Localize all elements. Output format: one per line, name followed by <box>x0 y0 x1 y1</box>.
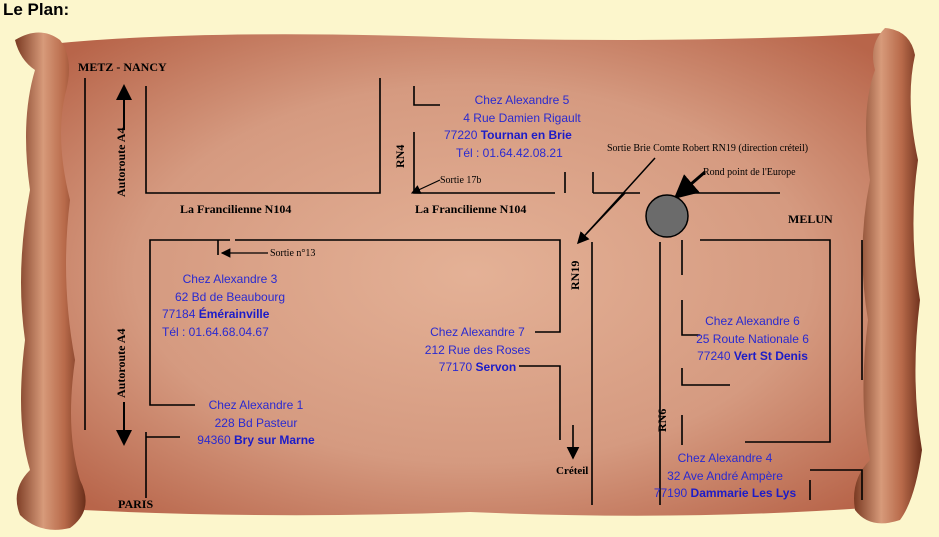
shop-name: Chez Alexandre 3 <box>182 272 278 286</box>
label-rn4: RN4 <box>393 144 407 168</box>
parchment-sheet <box>40 32 905 516</box>
shop-zip: 77190 <box>653 486 688 500</box>
shop-name: Chez Alexandre 6 <box>705 314 800 328</box>
label-rn19: RN19 <box>568 260 582 290</box>
shop-alexandre-3: Chez Alexandre 3 62 Bd de Beaubourg 7718… <box>160 271 300 341</box>
label-sortie-13: Sortie n°13 <box>270 248 316 259</box>
shop-alexandre-4: Chez Alexandre 4 32 Ave André Ampère 771… <box>645 450 805 503</box>
shop-city: Tournan en Brie <box>480 128 572 142</box>
shop-name: Chez Alexandre 5 <box>474 93 570 107</box>
shop-alexandre-1: Chez Alexandre 1 228 Bd Pasteur 94360 Br… <box>186 397 326 450</box>
shop-city: Servon <box>475 360 517 374</box>
shop-name: Chez Alexandre 1 <box>208 398 304 412</box>
label-rn6: RN6 <box>655 408 669 432</box>
shop-tel: Tél : 01.64.42.08.21 <box>456 145 563 160</box>
shop-city: Bry sur Marne <box>234 433 315 447</box>
right-scroll-roll <box>854 28 922 524</box>
shop-city: Vert St Denis <box>733 349 808 363</box>
shop-zip: 77240 <box>697 349 731 363</box>
sortie-brie-arrow <box>576 157 656 245</box>
shop-street: 62 Bd de Beaubourg <box>174 289 286 304</box>
shop-street: 228 Bd Pasteur <box>214 415 298 430</box>
label-metz-nancy: METZ - NANCY <box>78 60 167 74</box>
shop-street: 212 Rue des Roses <box>424 342 531 357</box>
shop-tel: Tél : 01.64.68.04.67 <box>162 324 269 339</box>
label-creteil: Créteil <box>556 465 589 477</box>
label-paris: PARIS <box>118 497 154 511</box>
left-scroll-roll <box>15 32 86 530</box>
shop-street: 32 Ave André Ampère <box>667 468 783 483</box>
rond-point-arrow <box>673 170 706 199</box>
shop-name: Chez Alexandre 7 <box>430 325 525 339</box>
shop-alexandre-7: Chez Alexandre 7 212 Rue des Roses 77170… <box>410 324 545 377</box>
shop-street: 4 Rue Damien Rigault <box>463 110 581 125</box>
shop-alexandre-5: Chez Alexandre 5 4 Rue Damien Rigault 77… <box>442 92 602 162</box>
shop-zip: 77184 <box>162 307 196 321</box>
shop-name: Chez Alexandre 4 <box>677 451 773 465</box>
shop-city: Émérainville <box>198 307 270 321</box>
shop-city: Dammarie Les Lys <box>690 486 797 500</box>
label-rond-point: Rond point de l'Europe <box>703 167 796 178</box>
shop-zip: 77170 <box>438 360 473 374</box>
shop-street: 25 Route Nationale 6 <box>696 331 809 346</box>
label-francilienne-right: La Francilienne N104 <box>415 202 527 216</box>
shop-alexandre-6: Chez Alexandre 6 25 Route Nationale 6 77… <box>680 313 825 366</box>
label-a4-top: Autoroute A4 <box>114 127 128 197</box>
label-sortie-brie: Sortie Brie Comte Robert RN19 (direction… <box>607 143 809 154</box>
page-title: Le Plan: <box>3 0 70 19</box>
label-francilienne-left: La Francilienne N104 <box>180 202 292 216</box>
sortie-17b-arrow <box>410 179 441 194</box>
shop-zip: 94360 <box>197 433 231 447</box>
road-network <box>84 78 863 505</box>
label-melun: MELUN <box>788 212 833 226</box>
rond-point-europe <box>645 194 689 238</box>
label-sortie-17b: Sortie 17b <box>440 175 482 186</box>
label-a4-bottom: Autoroute A4 <box>114 328 128 398</box>
shop-zip: 77220 <box>444 128 478 142</box>
